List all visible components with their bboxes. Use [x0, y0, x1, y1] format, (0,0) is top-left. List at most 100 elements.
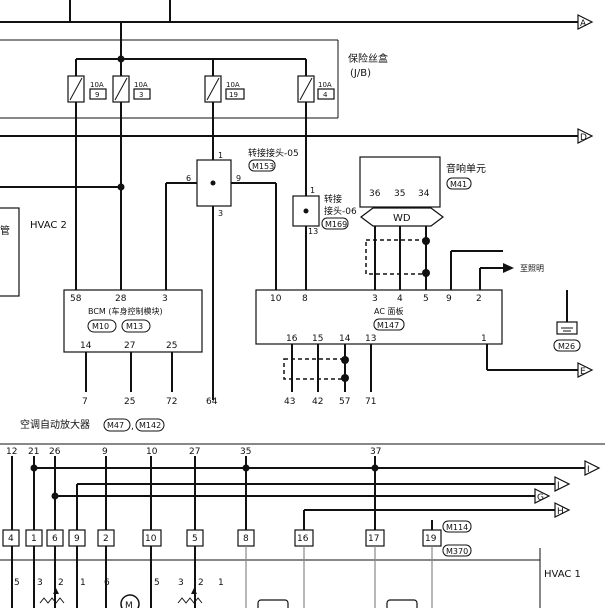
connector-a-label: A [580, 19, 587, 29]
joint-connector-06: 1 13 转接 接头-06 M169 [292, 186, 357, 290]
bus-j: J [76, 476, 571, 530]
svg-text:27: 27 [189, 447, 200, 457]
svg-text:12: 12 [6, 447, 17, 457]
to-lighting: 至照明 [450, 250, 544, 290]
bus-a: A [0, 14, 594, 30]
hvac1-label: HVAC 1 [544, 569, 581, 580]
svg-text:G: G [537, 493, 544, 503]
svg-text:M13: M13 [126, 322, 143, 331]
fuse-1: 10A 9 [67, 59, 107, 290]
svg-text:M: M [125, 601, 133, 608]
fuse-box: 保险丝盒 (J/B) [0, 22, 388, 119]
svg-text:36: 36 [369, 189, 381, 199]
svg-text:6: 6 [104, 578, 110, 588]
svg-text:1: 1 [80, 578, 86, 588]
svg-text:1: 1 [218, 151, 223, 160]
svg-text:15: 15 [312, 334, 323, 344]
fuse-4: 10A 4 [297, 59, 335, 196]
svg-text:空调自动放大器: 空调自动放大器 [20, 418, 90, 431]
svg-text:14: 14 [339, 334, 351, 344]
svg-text:I: I [587, 465, 590, 475]
svg-text:9: 9 [95, 91, 99, 99]
svg-text:9: 9 [74, 534, 80, 544]
svg-text:转接: 转接 [324, 193, 342, 205]
svg-text:10A: 10A [90, 81, 104, 89]
svg-text:H: H [557, 507, 564, 517]
svg-text:接头-06: 接头-06 [324, 205, 357, 217]
fuse-box-label: 保险丝盒 [348, 52, 388, 65]
svg-text:34: 34 [418, 189, 430, 199]
svg-text:1: 1 [310, 186, 315, 195]
svg-text:D: D [580, 133, 587, 143]
svg-text:21: 21 [28, 447, 39, 457]
svg-text:37: 37 [370, 447, 381, 457]
svg-text:25: 25 [124, 397, 135, 407]
svg-text:2: 2 [198, 578, 204, 588]
ac-panel-label: AC 面板 [374, 306, 403, 316]
svg-text:E: E [580, 367, 586, 377]
audio-unit-label: 音响单元 [446, 162, 486, 175]
svg-text:,: , [131, 422, 134, 432]
bottom-components: 5 3 2 1 6 5 3 2 1 M [11, 546, 433, 608]
wire-64-label: 64 [206, 397, 218, 407]
svg-text:17: 17 [368, 534, 379, 544]
svg-text:8: 8 [243, 534, 249, 544]
svg-text:2: 2 [58, 578, 64, 588]
svg-text:16: 16 [297, 534, 309, 544]
svg-text:58: 58 [70, 294, 82, 304]
svg-text:35: 35 [240, 447, 251, 457]
svg-text:管: 管 [0, 224, 10, 237]
svg-text:25: 25 [166, 341, 177, 351]
svg-text:10A: 10A [318, 81, 332, 89]
svg-text:M153: M153 [252, 162, 274, 171]
svg-text:72: 72 [166, 397, 177, 407]
svg-text:2: 2 [103, 534, 109, 544]
motor-icon [120, 594, 140, 608]
svg-text:10: 10 [145, 534, 157, 544]
svg-text:1: 1 [481, 334, 487, 344]
svg-text:27: 27 [124, 341, 135, 351]
svg-text:2: 2 [476, 294, 482, 304]
svg-text:5: 5 [423, 294, 429, 304]
svg-text:10: 10 [270, 294, 282, 304]
svg-text:1: 1 [218, 578, 224, 588]
svg-text:5: 5 [154, 578, 160, 588]
svg-text:M26: M26 [558, 342, 575, 351]
bus-d: D [0, 128, 594, 144]
svg-text:5: 5 [14, 578, 20, 588]
svg-text:10A: 10A [134, 81, 148, 89]
svg-text:J: J [556, 481, 560, 491]
svg-text:35: 35 [394, 189, 405, 199]
to-lighting-label: 至照明 [520, 264, 544, 273]
svg-text:4: 4 [323, 91, 328, 99]
svg-text:19: 19 [425, 534, 437, 544]
svg-text:28: 28 [115, 294, 127, 304]
amp-connector-row: 4 1 6 9 2 10 5 8 16 17 19 [2, 529, 442, 547]
svg-text:M147: M147 [377, 321, 399, 330]
svg-text:M169: M169 [325, 220, 347, 229]
svg-text:26: 26 [49, 447, 61, 457]
svg-text:1: 1 [31, 534, 37, 544]
svg-text:5: 5 [192, 534, 198, 544]
fuse-box-code: (J/B) [350, 68, 371, 79]
svg-text:42: 42 [312, 397, 323, 407]
audio-unit: 音响单元 M41 36 35 34 WD [359, 156, 486, 290]
svg-text:57: 57 [339, 397, 350, 407]
svg-text:10A: 10A [226, 81, 240, 89]
svg-text:9: 9 [236, 174, 241, 183]
svg-text:WD: WD [393, 213, 411, 224]
svg-text:9: 9 [446, 294, 452, 304]
svg-text:10: 10 [146, 447, 158, 457]
svg-text:3: 3 [37, 578, 43, 588]
svg-text:M142: M142 [139, 421, 161, 430]
svg-text:13: 13 [308, 227, 318, 236]
hvac2-block: 管 HVAC 2 [0, 183, 125, 297]
bus-i: I [30, 460, 601, 476]
svg-text:4: 4 [397, 294, 403, 304]
svg-text:M41: M41 [450, 180, 467, 189]
svg-text:3: 3 [162, 294, 168, 304]
bus-h: H [303, 502, 571, 530]
svg-text:14: 14 [80, 341, 92, 351]
